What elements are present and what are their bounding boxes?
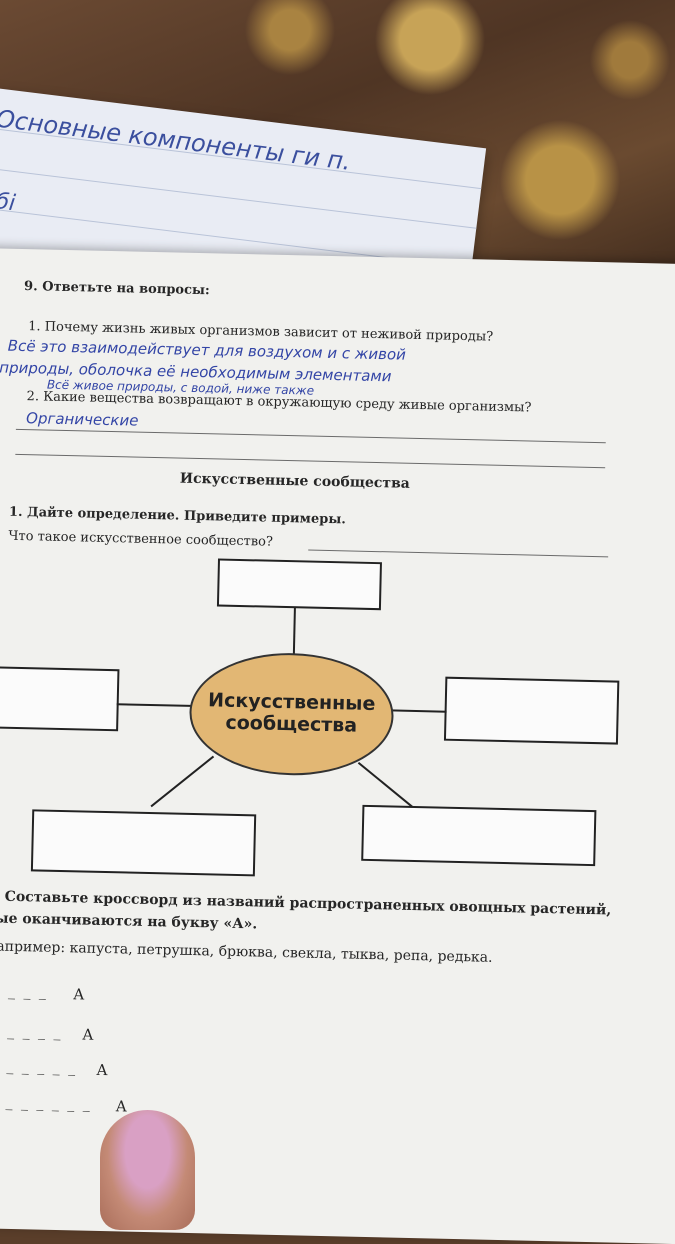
answer-rule — [15, 453, 606, 469]
connector-left — [116, 703, 191, 707]
item-letter: А — [81, 1025, 94, 1044]
item-letter: А — [72, 985, 85, 1004]
item-blanks: _ _ _ _ — [7, 1023, 63, 1042]
section2-line2: рые оканчиваются на букву «А». — [0, 910, 258, 933]
answer-rule — [15, 428, 606, 444]
item-letter: А — [115, 1097, 128, 1116]
section9-title: 9. Ответьте на вопросы: — [23, 279, 210, 299]
textbook-page: 9. Ответьте на вопросы: 1. Почему жизнь … — [0, 248, 675, 1244]
definition-question: Что такое искусственное сообщество? — [8, 528, 274, 550]
finger-photo — [100, 1110, 195, 1230]
item-blanks: _ _ _ — [7, 983, 49, 1001]
connector-right — [390, 709, 447, 713]
artificial-heading: Искусственные сообщества — [179, 470, 411, 492]
diagram-center-label: Искусственные сообщества — [207, 689, 376, 737]
diagram-box-bottom-right — [361, 804, 597, 867]
item-blanks: _ _ _ _ _ _ — [5, 1094, 93, 1113]
diagram-center-ellipse: Искусственные сообщества — [188, 650, 395, 778]
answer-2: Органические — [25, 409, 139, 430]
diagram-box-bottom-left — [30, 809, 257, 877]
item-letter: А — [96, 1060, 108, 1080]
diagram-box-top — [216, 558, 382, 611]
task-1-title: 1. Дайте определение. Приведите примеры. — [8, 504, 347, 528]
connector-top — [292, 607, 296, 656]
section2-example: Например: капуста, петрушка, брюква, све… — [0, 938, 493, 966]
item-blanks: _ _ _ _ _ — [6, 1058, 78, 1077]
connector-bottom-right — [357, 761, 414, 808]
diagram-box-left — [0, 665, 120, 732]
connector-bottom-left — [150, 755, 215, 808]
diagram-box-right — [443, 676, 620, 745]
definition-answer-rule — [308, 549, 609, 558]
